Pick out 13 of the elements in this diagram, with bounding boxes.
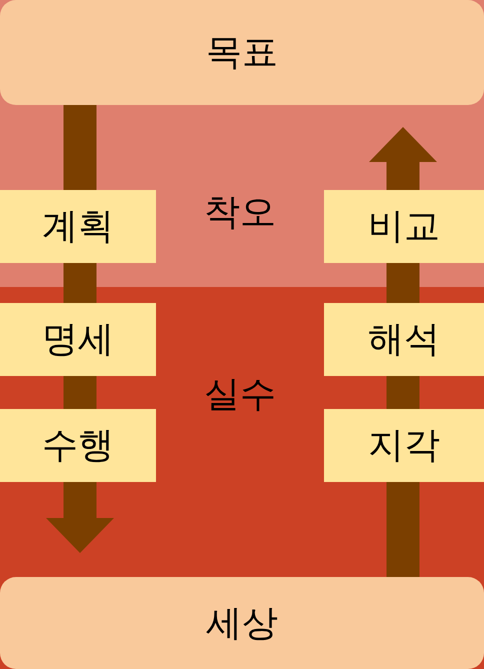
arrow bbox=[369, 127, 437, 190]
step-box: 계획 bbox=[0, 190, 156, 263]
step-box: 해석 bbox=[324, 303, 484, 376]
step-box: 지각 bbox=[324, 409, 484, 482]
band-label: 착오 bbox=[204, 191, 276, 235]
band-label: 실수 bbox=[204, 373, 276, 417]
arrow bbox=[46, 482, 114, 553]
world-box: 세상 bbox=[0, 577, 484, 669]
step-box: 비교 bbox=[324, 190, 484, 263]
band bbox=[0, 287, 484, 669]
step-box: 수행 bbox=[0, 409, 156, 482]
goal-box: 목표 bbox=[0, 0, 484, 105]
step-box: 명세 bbox=[0, 303, 156, 376]
